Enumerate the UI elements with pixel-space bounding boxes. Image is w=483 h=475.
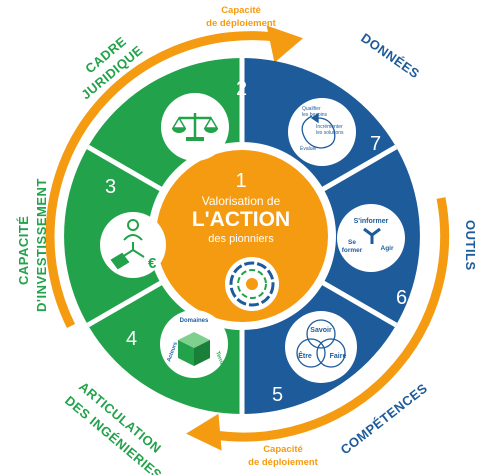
loop-icon <box>301 112 336 149</box>
capacite-top-1: Capacité <box>221 5 261 16</box>
icon7-qualifier-1: Qualifier <box>302 106 321 112</box>
icon6-agir: Agir <box>381 245 394 252</box>
label-donnees: DONNÉES <box>358 30 422 81</box>
label-outils: OUTILS <box>463 220 478 271</box>
segment-5-circle <box>285 311 357 383</box>
icon6-se: Se <box>348 239 356 246</box>
icon7-evaluer: Évaluer <box>300 145 317 152</box>
icon7-qualifier-2: les besoins <box>302 112 328 118</box>
mini-wheel-icon <box>225 257 279 311</box>
outer-arc-left <box>45 31 283 328</box>
euro-icon: € <box>148 255 157 272</box>
segment-4-number: 4 <box>126 328 137 350</box>
cycle-icon <box>363 227 381 244</box>
venn-icon <box>296 319 346 368</box>
segment-6-number: 6 <box>396 287 407 309</box>
capacite-top-2: de déploiement <box>206 18 277 29</box>
outer-arrow-ring <box>45 25 450 451</box>
center-line3: des pionniers <box>208 233 274 245</box>
cube-icon <box>178 332 210 366</box>
outer-arrowhead-bottom <box>186 413 222 451</box>
scales-icon <box>171 113 219 141</box>
icon5-faire: Faire <box>330 353 347 360</box>
center-disc <box>156 150 328 322</box>
capacite-bottom-2: de déploiement <box>248 457 319 468</box>
segment-7-number: 7 <box>370 133 381 155</box>
center-line1: Valorisation de <box>202 194 281 208</box>
icon4-domaines: Domaines <box>180 318 209 324</box>
outer-arc-right <box>214 197 450 442</box>
icon5-savoir: Savoir <box>310 327 332 334</box>
segment-5-number: 5 <box>272 384 283 406</box>
center-line2: L'ACTION <box>192 208 290 231</box>
label-capacite: CAPACITÉ <box>16 216 31 285</box>
segment-7-circle <box>288 98 356 166</box>
capacite-bottom-1: Capacité <box>263 444 303 455</box>
icon5-etre: Être <box>298 351 312 360</box>
people-money-icon <box>110 219 145 270</box>
center-number: 1 <box>235 170 246 192</box>
label-competences: COMPÉTENCES <box>338 380 431 457</box>
label-investissement: D'INVESTISSEMENT <box>34 178 49 312</box>
icon6-former: former <box>342 247 363 254</box>
icon7-incrementer-2: les solutions <box>316 130 344 136</box>
segment-3-number: 3 <box>105 176 116 198</box>
icon7-incrementer-1: Incrémenter <box>316 124 343 130</box>
segment-2-number: 2 <box>236 78 247 100</box>
icon6-sinformer: S'informer <box>354 218 389 225</box>
outer-arrowhead-top <box>266 25 304 63</box>
